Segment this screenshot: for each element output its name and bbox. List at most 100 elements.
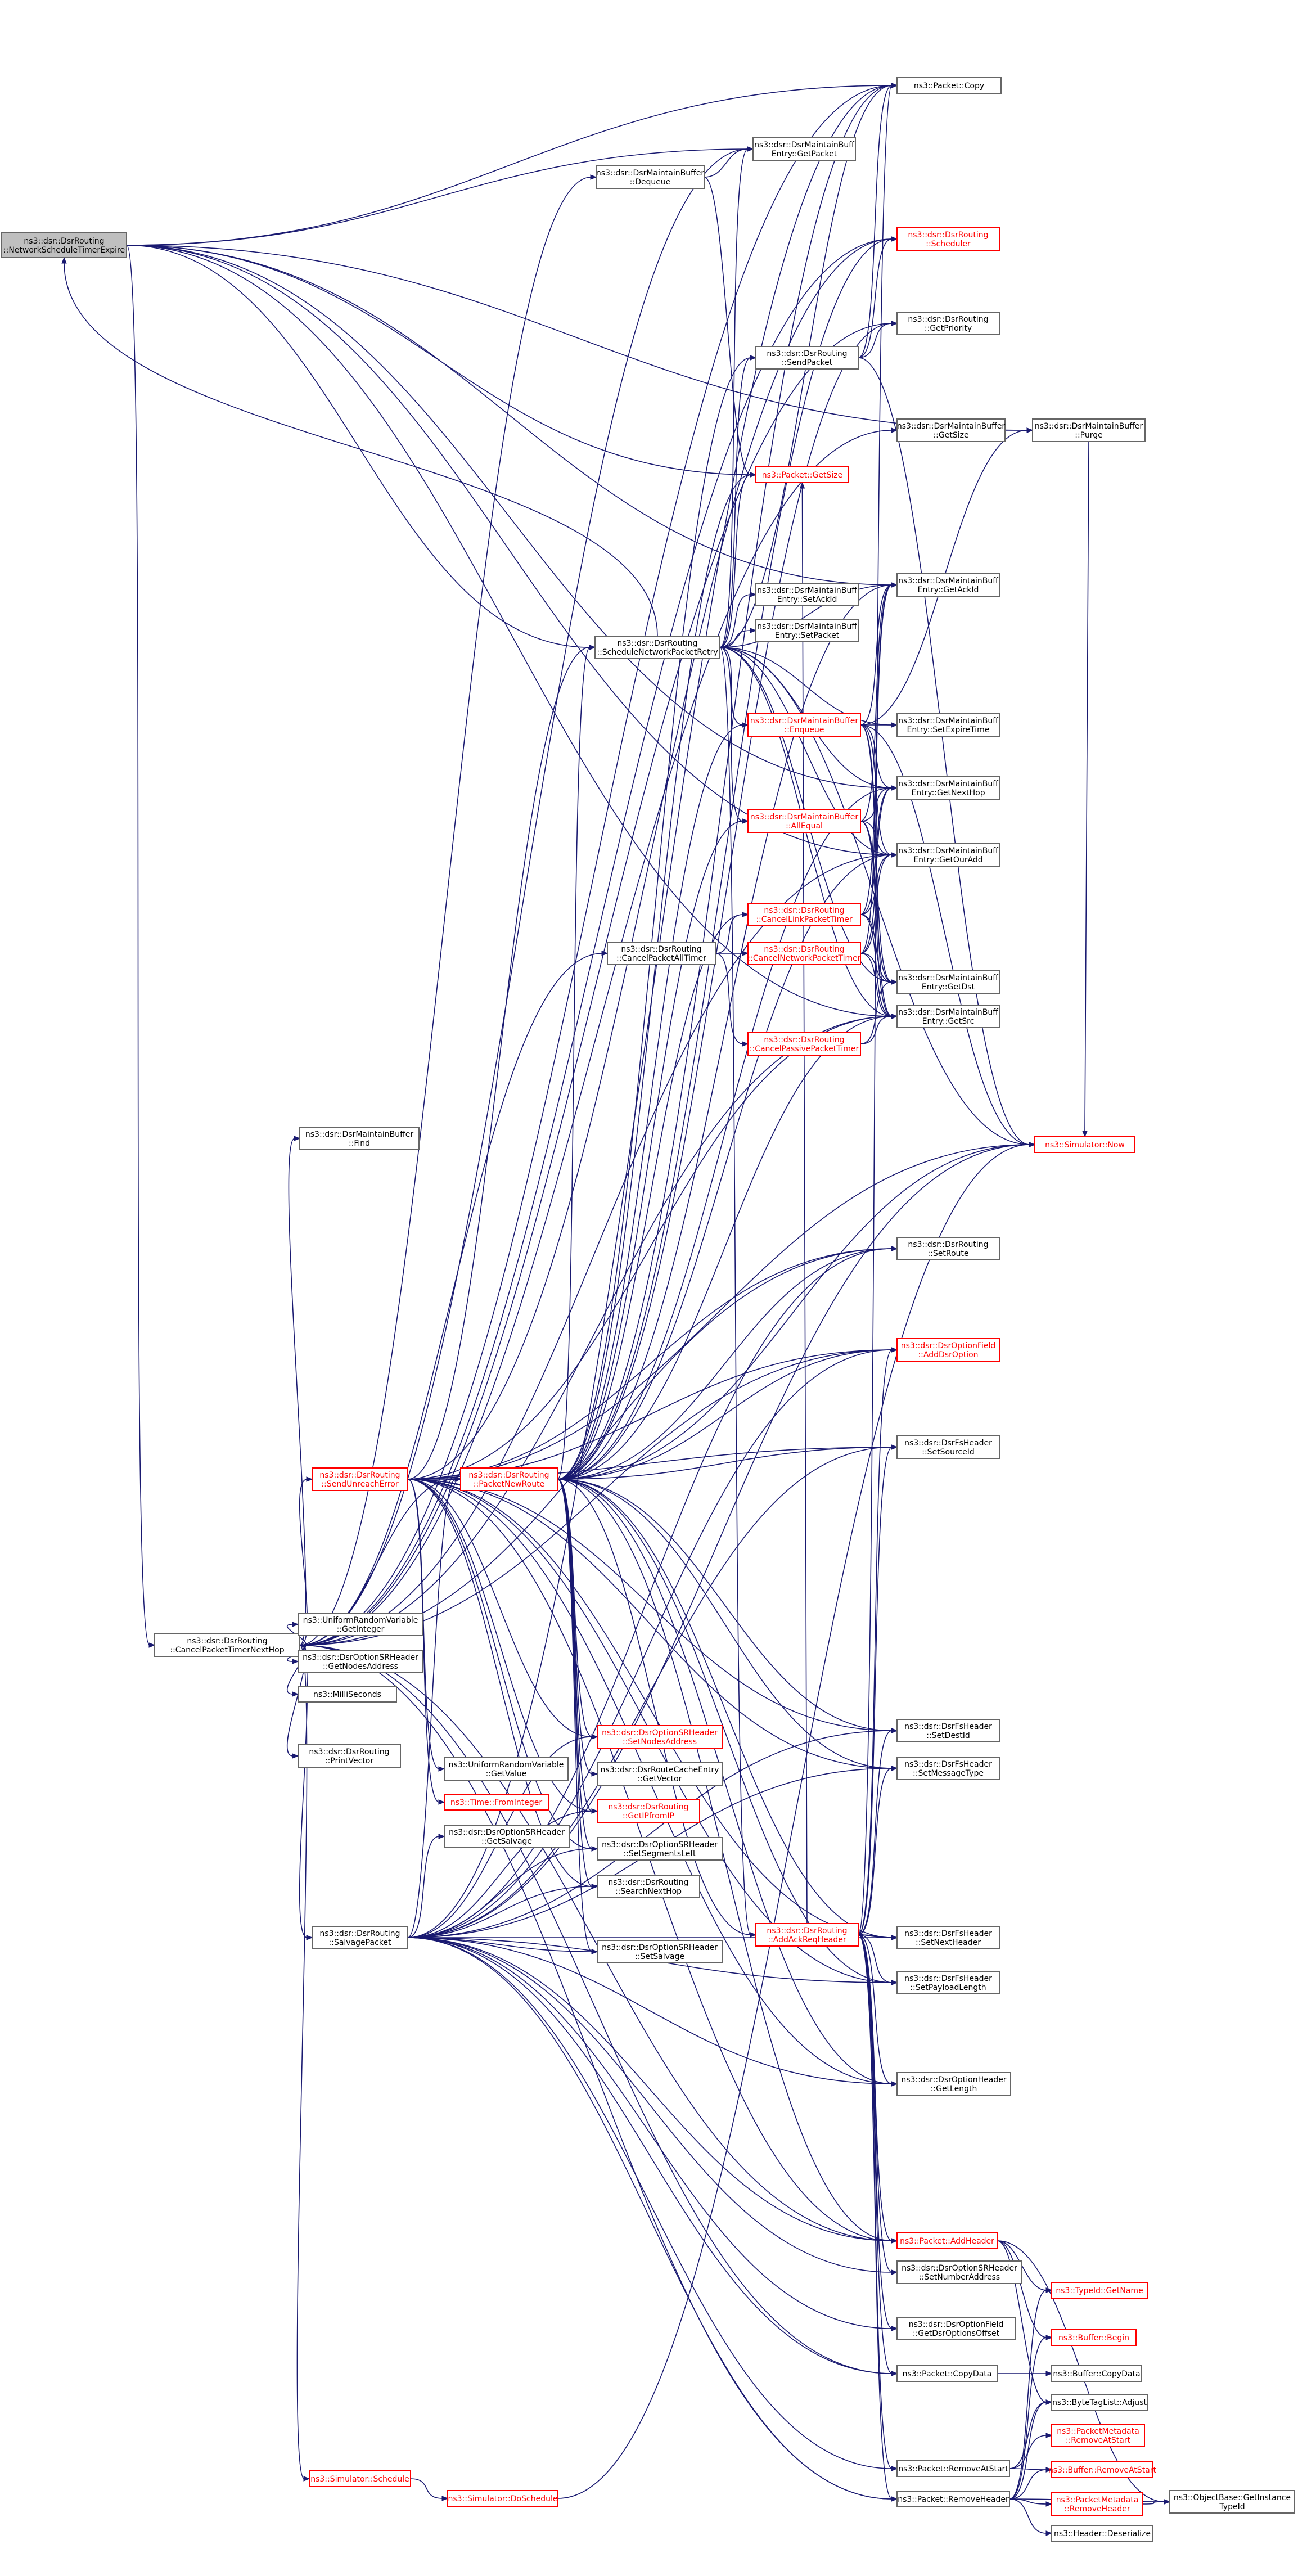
node-schedule-network-packet-retry[interactable]: ns3::dsr::DsrRouting::ScheduleNetworkPac… <box>594 636 720 659</box>
node-label: ::SetSalvage <box>635 1952 684 1961</box>
node-box <box>747 942 861 965</box>
node-packet-new-route[interactable]: ns3::dsr::DsrRouting::PacketNewRoute <box>460 1467 558 1491</box>
node-add-ack-req-header[interactable]: ns3::dsr::DsrRouting::AddAckReqHeader <box>755 1923 859 1947</box>
node-maintain-buffer-purge[interactable]: ns3::dsr::DsrMaintainBuffer::Purge <box>1032 418 1146 442</box>
node-milli-seconds[interactable]: ns3::MilliSeconds <box>298 1686 397 1703</box>
call-edge <box>407 1937 893 2500</box>
node-maintain-buffer-find[interactable]: ns3::dsr::DsrMaintainBuffer::Find <box>299 1127 420 1150</box>
node-buff-set-expire-time[interactable]: ns3::dsr::DsrMaintainBuffEntry::SetExpir… <box>896 713 1000 737</box>
node-fs-header-set-dest-id[interactable]: ns3::dsr::DsrFsHeader::SetDestId <box>896 1719 1000 1742</box>
node-cancel-packet-all-timer[interactable]: ns3::dsr::DsrRouting::CancelPacketAllTim… <box>607 942 716 965</box>
node-dsr-get-priority[interactable]: ns3::dsr::DsrRouting::GetPriority <box>896 312 1000 335</box>
node-simulator-now[interactable]: ns3::Simulator::Now <box>1034 1136 1135 1153</box>
call-edge <box>407 1479 593 1887</box>
node-packet-copy-data[interactable]: ns3::Packet::CopyData <box>896 2365 998 2382</box>
node-network-schedule-timer-expire[interactable]: ns3::dsr::DsrRouting::NetworkScheduleTim… <box>1 232 127 258</box>
node-cancel-network-packet-timer[interactable]: ns3::dsr::DsrRouting::CancelNetworkPacke… <box>747 942 861 965</box>
node-box <box>896 2072 1011 2096</box>
node-salvage-packet[interactable]: ns3::dsr::DsrRouting::SalvagePacket <box>312 1926 408 1949</box>
node-fs-header-set-payload-length[interactable]: ns3::dsr::DsrFsHeader::SetPayloadLength <box>896 1971 1000 1994</box>
node-buffer-begin[interactable]: ns3::Buffer::Begin <box>1051 2329 1137 2346</box>
node-packet-add-header[interactable]: ns3::Packet::AddHeader <box>896 2232 998 2249</box>
node-packet-remove-at-start[interactable]: ns3::Packet::RemoveAtStart <box>896 2460 1010 2477</box>
node-packet-remove-header[interactable]: ns3::Packet::RemoveHeader <box>896 2491 1010 2507</box>
node-packet-get-size[interactable]: ns3::Packet::GetSize <box>755 466 849 483</box>
node-box <box>1051 2492 1143 2516</box>
node-uniform-get-integer[interactable]: ns3::UniformRandomVariable::GetInteger <box>298 1613 423 1636</box>
node-sr-header-set-nodes-address[interactable]: ns3::dsr::DsrOptionSRHeader::SetNodesAdd… <box>597 1725 723 1749</box>
node-dsr-print-vector[interactable]: ns3::dsr::DsrRouting::PrintVector <box>298 1744 401 1768</box>
node-type-id-get-name[interactable]: ns3::TypeId::GetName <box>1051 2282 1148 2299</box>
node-cancel-packet-timer-next-hop[interactable]: ns3::dsr::DsrRouting::CancelPacketTimerN… <box>154 1633 300 1657</box>
node-maintain-buffer-all-equal[interactable]: ns3::dsr::DsrMaintainBuffer::AllEqual <box>747 809 861 833</box>
node-sr-header-get-salvage[interactable]: ns3::dsr::DsrOptionSRHeader::GetSalvage <box>444 1825 570 1848</box>
node-packet-metadata-remove-header[interactable]: ns3::PacketMetadata::RemoveHeader <box>1051 2492 1143 2516</box>
call-edge <box>407 1811 593 1938</box>
node-box <box>752 137 856 161</box>
edge-arrowhead <box>292 1659 299 1664</box>
node-box <box>597 1725 723 1749</box>
node-simulator-schedule[interactable]: ns3::Simulator::Schedule <box>309 2470 411 2487</box>
call-edge <box>557 1479 751 1935</box>
node-dsr-get-i-pfrom-i-p[interactable]: ns3::dsr::DsrRouting::GetIPfromIP <box>597 1799 700 1823</box>
node-route-cache-get-vector[interactable]: ns3::dsr::DsrRouteCacheEntry::GetVector <box>597 1762 723 1786</box>
node-uniform-get-value[interactable]: ns3::UniformRandomVariable::GetValue <box>444 1757 569 1781</box>
node-buff-set-packet[interactable]: ns3::dsr::DsrMaintainBuffEntry::SetPacke… <box>755 619 859 642</box>
node-option-field-get-dsr-options-offset[interactable]: ns3::dsr::DsrOptionField::GetDsrOptionsO… <box>896 2317 1016 2340</box>
node-sr-header-set-number-address[interactable]: ns3::dsr::DsrOptionSRHeader::SetNumberAd… <box>896 2260 1022 2284</box>
node-dsr-scheduler[interactable]: ns3::dsr::DsrRouting::Scheduler <box>896 227 1000 251</box>
edge-arrowhead <box>891 582 898 588</box>
call-edge <box>407 1937 893 2329</box>
node-fs-header-set-next-header[interactable]: ns3::dsr::DsrFsHeader::SetNextHeader <box>896 1926 1000 1949</box>
call-edge <box>1009 2290 1047 2500</box>
node-label: ::GetSalvage <box>481 1837 532 1846</box>
call-edge <box>557 357 751 1480</box>
node-maintain-buffer-get-size[interactable]: ns3::dsr::DsrMaintainBuffer::GetSize <box>896 418 1006 442</box>
node-fs-header-set-source-id[interactable]: ns3::dsr::DsrFsHeader::SetSourceId <box>896 1435 1000 1459</box>
node-fs-header-set-message-type[interactable]: ns3::dsr::DsrFsHeader::SetMessageType <box>896 1757 1000 1780</box>
call-edge <box>557 914 743 1480</box>
node-sr-header-set-segments-left[interactable]: ns3::dsr::DsrOptionSRHeader::SetSegments… <box>597 1837 723 1861</box>
node-box <box>896 418 1006 442</box>
node-time-from-integer[interactable]: ns3::Time::FromInteger <box>444 1794 549 1811</box>
node-packet-metadata-remove-at-start[interactable]: ns3::PacketMetadata::RemoveAtStart <box>1051 2424 1145 2447</box>
node-sr-header-set-salvage[interactable]: ns3::dsr::DsrOptionSRHeader::SetSalvage <box>597 1940 723 1963</box>
node-buff-get-next-hop[interactable]: ns3::dsr::DsrMaintainBuffEntry::GetNextH… <box>896 776 1000 800</box>
call-edge <box>407 1144 1030 1480</box>
node-dsr-set-route[interactable]: ns3::dsr::DsrRouting::SetRoute <box>896 1237 1000 1260</box>
node-packet-copy[interactable]: ns3::Packet::Copy <box>896 77 1002 94</box>
node-option-field-add-dsr-option[interactable]: ns3::dsr::DsrOptionField::AddDsrOption <box>896 1338 1000 1362</box>
node-maintain-buff-get-packet[interactable]: ns3::dsr::DsrMaintainBuffEntry::GetPacke… <box>752 137 856 161</box>
node-send-unreach-error[interactable]: ns3::dsr::DsrRouting::SendUnreachError <box>312 1467 408 1491</box>
node-label: ns3::Packet::GetSize <box>762 471 842 480</box>
call-edge <box>126 245 1028 431</box>
call-edge <box>407 1937 893 2469</box>
node-cancel-passive-packet-timer[interactable]: ns3::dsr::DsrRouting::CancelPassivePacke… <box>747 1032 861 1056</box>
node-maintain-buffer-enqueue[interactable]: ns3::dsr::DsrMaintainBuffer::Enqueue <box>747 713 861 737</box>
node-byte-tag-list-adjust[interactable]: ns3::ByteTagList::Adjust <box>1051 2394 1148 2411</box>
node-option-header-get-length[interactable]: ns3::dsr::DsrOptionHeader::GetLength <box>896 2072 1011 2096</box>
node-simulator-do-schedule[interactable]: ns3::Simulator::DoSchedule <box>447 2490 558 2507</box>
node-dsr-search-next-hop[interactable]: ns3::dsr::DsrRouting::SearchNextHop <box>597 1875 700 1898</box>
node-label: ns3::dsr::DsrRouting <box>621 945 701 954</box>
node-dsr-send-packet[interactable]: ns3::dsr::DsrRouting::SendPacket <box>755 346 859 370</box>
node-sr-header-get-nodes-address[interactable]: ns3::dsr::DsrOptionSRHeader::GetNodesAdd… <box>298 1650 423 1673</box>
node-label: ::GetInteger <box>337 1625 385 1634</box>
node-label: ns3::dsr::DsrMaintainBuff <box>898 780 998 789</box>
node-buffer-remove-at-start[interactable]: ns3::Buffer::RemoveAtStart <box>1048 2461 1157 2478</box>
node-label: ns3::ObjectBase::GetInstance <box>1174 2493 1291 2502</box>
edge-arrowhead <box>589 645 596 650</box>
node-header-deserialize[interactable]: ns3::Header::Deserialize <box>1051 2525 1153 2542</box>
node-maintain-buffer-dequeue[interactable]: ns3::dsr::DsrMaintainBuffer::Dequeue <box>596 165 705 189</box>
node-label: Entry::GetNextHop <box>911 789 985 798</box>
node-buffer-copy-data[interactable]: ns3::Buffer::CopyData <box>1051 2365 1142 2382</box>
call-edge <box>997 2240 1047 2403</box>
node-buff-get-our-add[interactable]: ns3::dsr::DsrMaintainBuffEntry::GetOurAd… <box>896 843 1000 867</box>
node-cancel-link-packet-timer[interactable]: ns3::dsr::DsrRouting::CancelLinkPacketTi… <box>747 903 861 926</box>
